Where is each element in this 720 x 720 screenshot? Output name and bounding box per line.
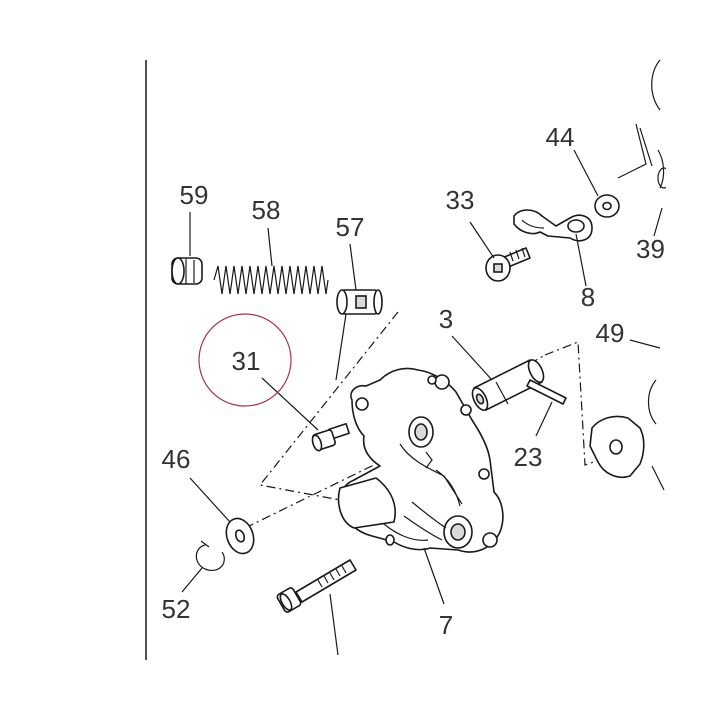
part-59-plug[interactable] — [171, 257, 203, 285]
callout-46[interactable]: 46 — [162, 444, 191, 474]
callout-49[interactable]: 49 — [596, 318, 625, 348]
part-31-bolt[interactable] — [311, 422, 350, 452]
part-46-washer[interactable] — [222, 515, 259, 558]
part-7-housing[interactable] — [337, 367, 504, 553]
part-49-block[interactable] — [589, 379, 665, 491]
part-23-pin[interactable] — [526, 379, 567, 405]
callout-58[interactable]: 58 — [252, 195, 281, 225]
part-52-circlip[interactable] — [195, 540, 225, 572]
leader-lines — [181, 149, 663, 656]
callout-8[interactable]: 8 — [581, 282, 595, 312]
callout-59[interactable]: 59 — [180, 180, 209, 210]
callout-44[interactable]: 44 — [546, 122, 575, 152]
callout-labels: 59 58 57 31 46 52 7 3 23 33 44 8 49 39 — [162, 122, 665, 640]
callout-7[interactable]: 7 — [439, 610, 453, 640]
part-3-shaft[interactable] — [469, 358, 546, 413]
callout-31[interactable]: 31 — [232, 346, 261, 376]
callout-57[interactable]: 57 — [336, 212, 365, 242]
part-33-screw[interactable] — [485, 247, 531, 282]
part-8-lever[interactable] — [513, 209, 593, 242]
right-edge-mask — [666, 0, 720, 720]
part-long-bolt[interactable] — [276, 559, 357, 613]
part-39-spring[interactable] — [617, 59, 671, 189]
callout-23[interactable]: 23 — [514, 442, 543, 472]
callout-33[interactable]: 33 — [446, 185, 475, 215]
part-44-washer[interactable] — [594, 194, 620, 218]
callout-52[interactable]: 52 — [162, 594, 191, 624]
callout-3[interactable]: 3 — [439, 304, 453, 334]
callout-39[interactable]: 39 — [636, 234, 665, 264]
part-58-spring[interactable] — [213, 265, 329, 295]
callout-31-highlight-ring — [198, 313, 292, 407]
part-57-valve[interactable] — [336, 289, 383, 315]
